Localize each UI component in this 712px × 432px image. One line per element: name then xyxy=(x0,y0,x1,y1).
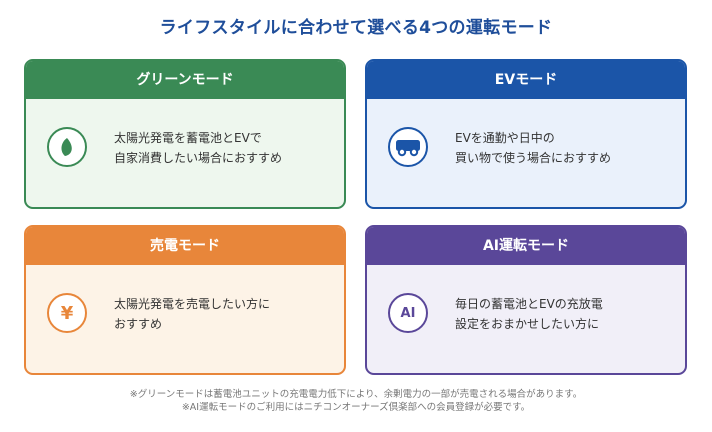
green-mode-header: グリーンモード xyxy=(26,61,344,99)
car-icon xyxy=(388,127,428,167)
ai-mode-description: 毎日の蓄電池とEVの充放電 設定をおまかせしたい方に xyxy=(455,294,675,334)
sell-mode-header: 売電モード xyxy=(26,227,344,265)
ai-mode-card: AI運転モード AI 毎日の蓄電池とEVの充放電 設定をおまかせしたい方に xyxy=(365,225,687,375)
description-line: 毎日の蓄電池とEVの充放電 xyxy=(455,297,603,311)
green-mode-description: 太陽光発電を蓄電池とEVで 自家消費したい場合におすすめ xyxy=(114,128,334,168)
yen-icon: ¥ xyxy=(47,293,87,333)
description-line: 自家消費したい場合におすすめ xyxy=(114,151,283,165)
yen-symbol: ¥ xyxy=(60,302,74,324)
description-line: 設定をおまかせしたい方に xyxy=(455,317,600,331)
ev-mode-body: EVを通勤や日中の 買い物で使う場合におすすめ xyxy=(367,99,685,207)
description-line: 太陽光発電を売電したい方に xyxy=(114,297,271,311)
footnote: ※グリーンモードは蓄電池ユニットの充電電力低下により、余剰電力の一部が売電される… xyxy=(129,389,583,400)
leaf-icon xyxy=(47,127,87,167)
description-line: EVを通勤や日中の xyxy=(455,131,555,145)
footnotes: ※グリーンモードは蓄電池ユニットの充電電力低下により、余剰電力の一部が売電される… xyxy=(0,388,712,414)
page-title: ライフスタイルに合わせて選べる4つの運転モード xyxy=(159,18,553,38)
ev-mode-header: EVモード xyxy=(367,61,685,99)
sell-mode-description: 太陽光発電を売電したい方に おすすめ xyxy=(114,294,334,334)
ai-symbol: AI xyxy=(400,305,416,321)
description-line: おすすめ xyxy=(114,317,163,331)
sell-mode-body: ¥ 太陽光発電を売電したい方に おすすめ xyxy=(26,265,344,373)
description-line: 太陽光発電を蓄電池とEVで xyxy=(114,131,262,145)
ai-icon: AI xyxy=(388,293,428,333)
ev-mode-card: EVモード EVを通勤や日中の 買い物で使う場合におすすめ xyxy=(365,59,687,209)
ai-mode-header: AI運転モード xyxy=(367,227,685,265)
sell-mode-card: 売電モード ¥ 太陽光発電を売電したい方に おすすめ xyxy=(24,225,346,375)
description-line: 買い物で使う場合におすすめ xyxy=(455,151,612,165)
green-mode-card: グリーンモード 太陽光発電を蓄電池とEVで 自家消費したい場合におすすめ xyxy=(24,59,346,209)
green-mode-body: 太陽光発電を蓄電池とEVで 自家消費したい場合におすすめ xyxy=(26,99,344,207)
ev-mode-description: EVを通勤や日中の 買い物で使う場合におすすめ xyxy=(455,128,675,168)
ai-mode-body: AI 毎日の蓄電池とEVの充放電 設定をおまかせしたい方に xyxy=(367,265,685,373)
footnote: ※AI運転モードのご利用にはニチコンオーナーズ倶楽部への会員登録が必要です。 xyxy=(181,402,531,413)
